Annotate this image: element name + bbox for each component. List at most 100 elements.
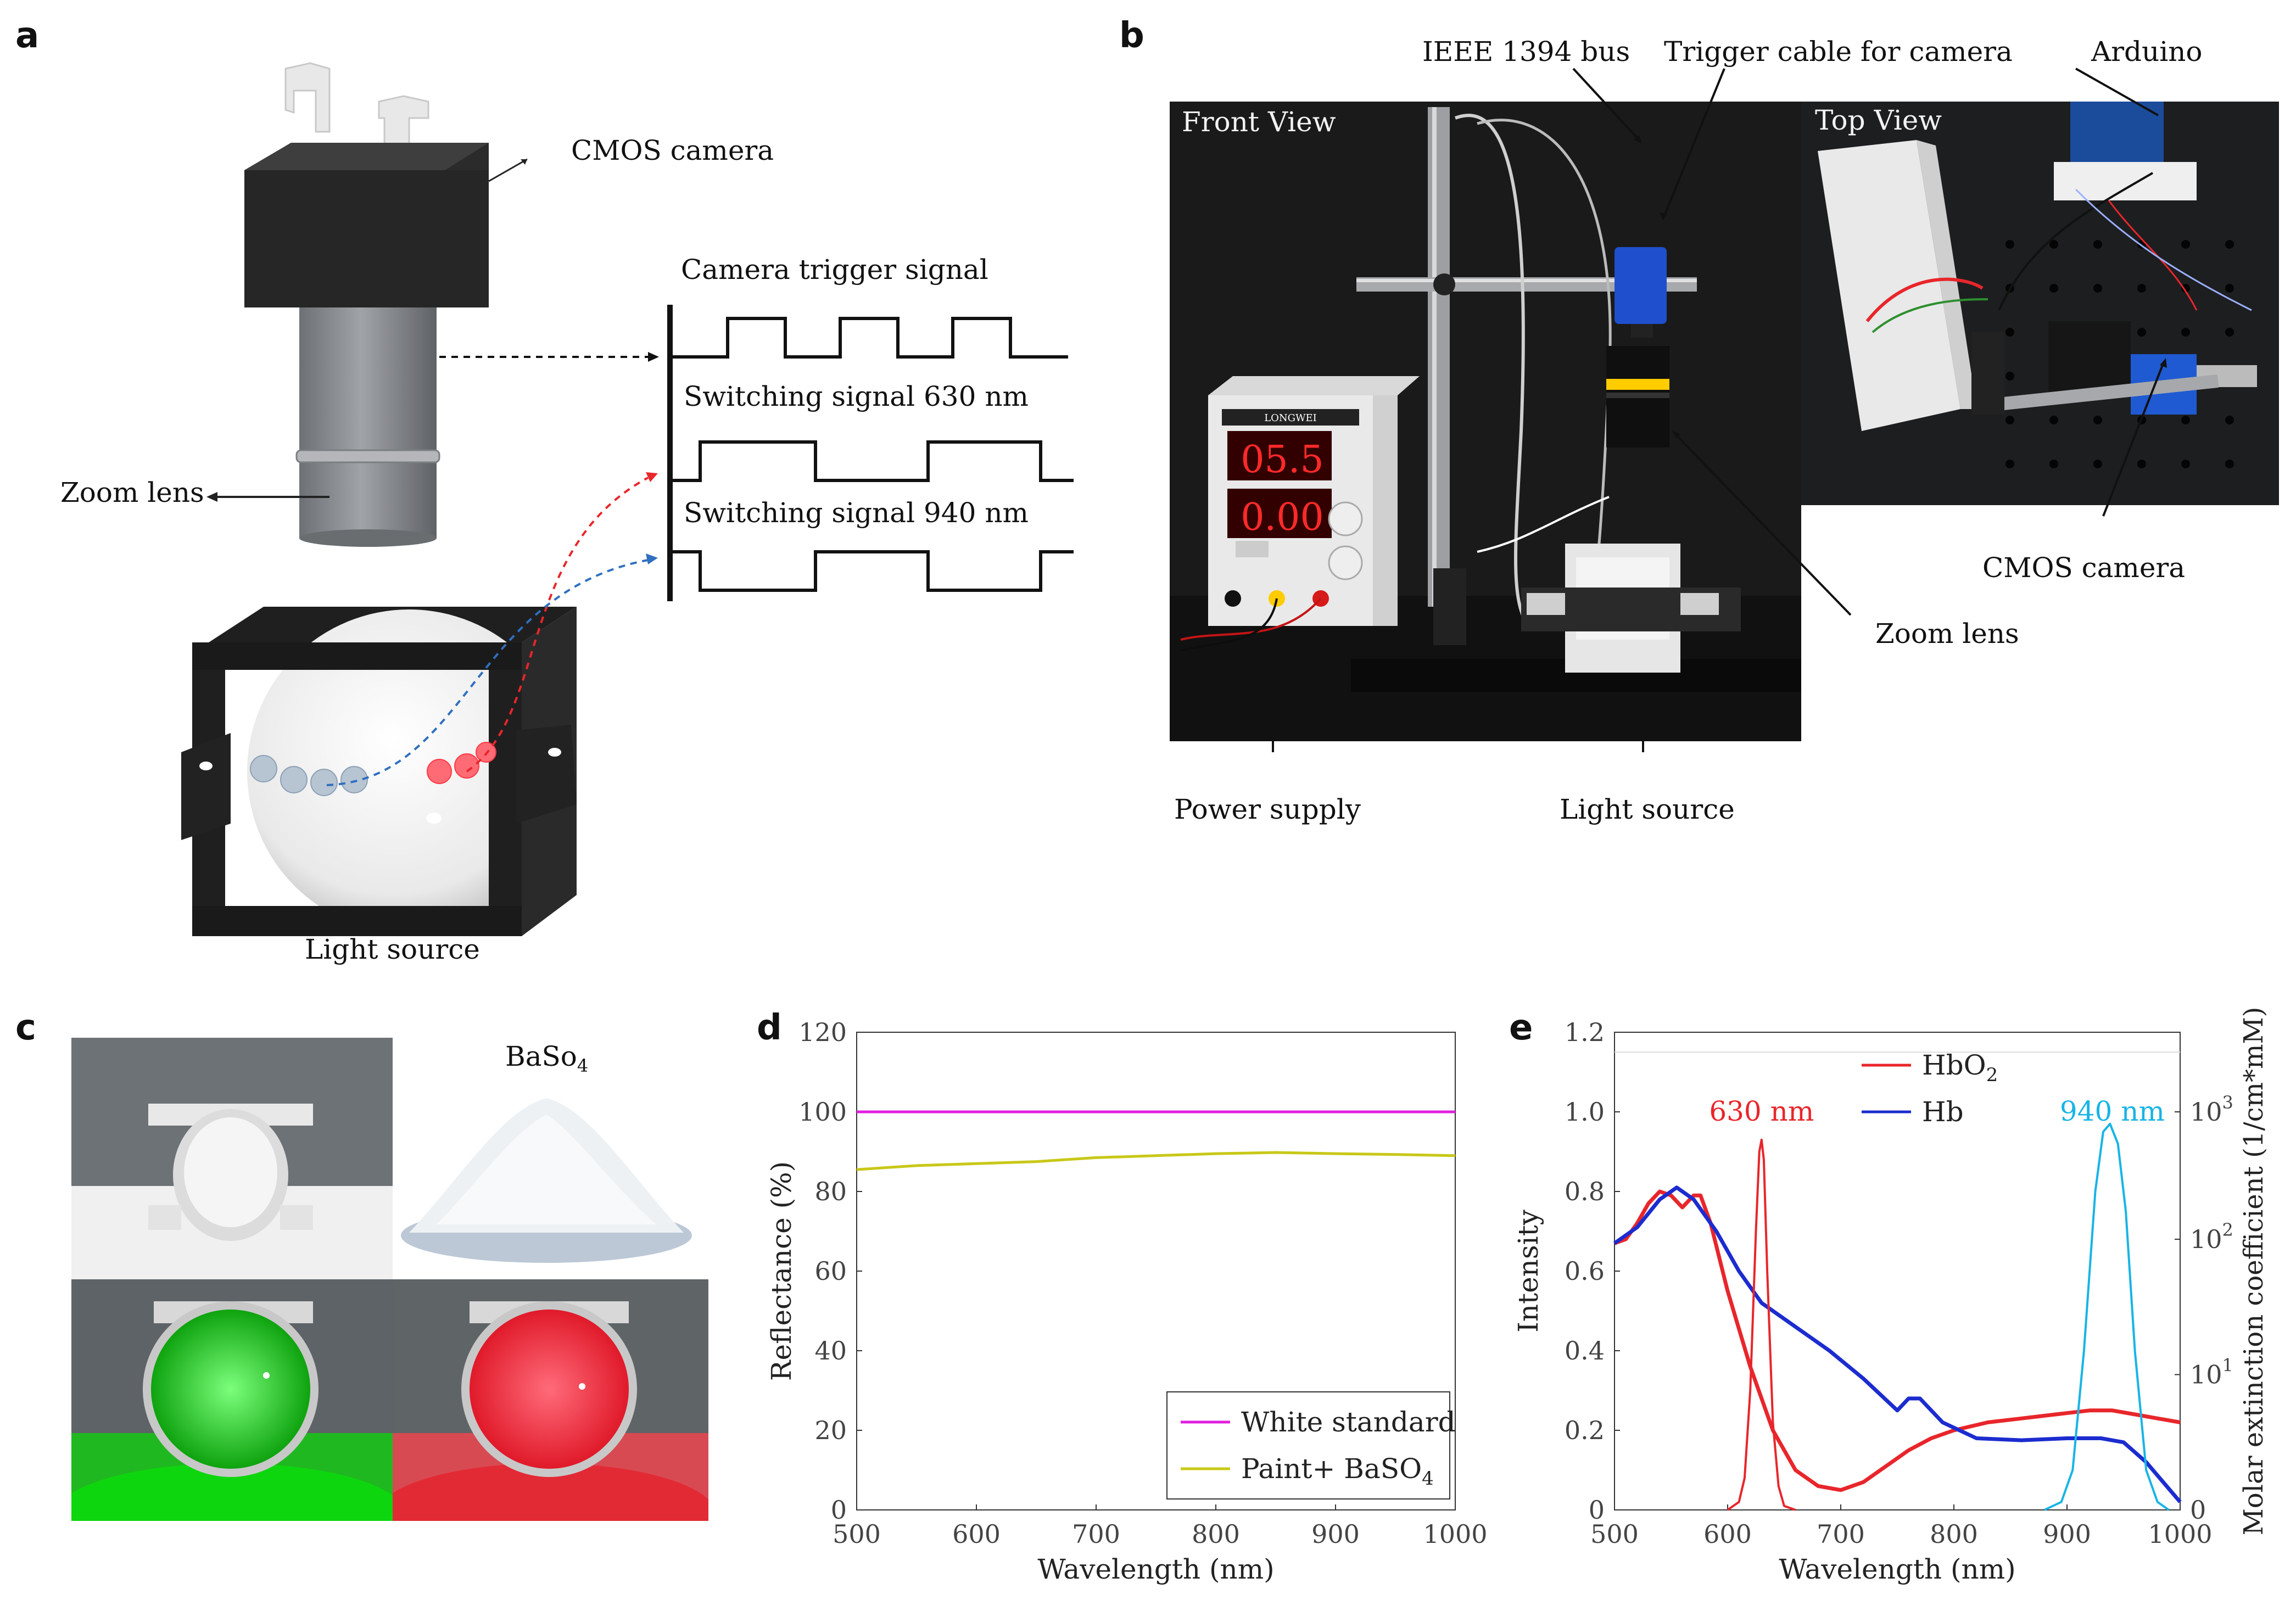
chart-e-ytick-label: 0.2 [1565,1415,1605,1445]
psu-current-display: 0.00 [1241,496,1323,539]
chart-e-y2tick-label: 0 [2190,1495,2206,1525]
chart-e-ylabel: Intensity [1512,1209,1544,1333]
panel-b: 05.5 0.00 LONGWEI Front View [1170,36,2279,825]
chart-e-ytick-label: 0.4 [1565,1336,1605,1366]
chart-e-xtick-label: 700 [1817,1519,1865,1549]
switch-630-label: Switching signal 630 nm [684,381,1029,412]
camera-leader-line [488,158,528,182]
chart-e-legend-subscript: 2 [1986,1064,1998,1086]
chart-e-ytick-label: 1.2 [1565,1017,1605,1047]
chart-e-xtick-label: 900 [2043,1519,2091,1549]
red-illumination-scene [393,1279,708,1521]
switching-940-waveform [671,550,1074,592]
switching-630-waveform [671,440,1074,482]
baso4-label: BaSo4 [505,1040,589,1076]
ir-led-icon [250,755,368,796]
light-source-label-b: Light source [1560,793,1735,825]
chart-d-legend-label: White standard [1241,1406,1456,1438]
chart-d-xtick-label: 800 [1192,1519,1240,1549]
camera-trigger-waveform [671,317,1068,359]
front-view-photo: 05.5 0.00 LONGWEI Front View [1170,102,1801,741]
chart-e-peak-annotation: 630 nm [1709,1095,1814,1127]
chart-e-xtick-label: 600 [1703,1519,1752,1549]
chart-d-xtick-label: 600 [952,1519,1001,1549]
panel-b-leaders [1272,68,2167,752]
trigger-title: Camera trigger signal [681,254,988,286]
top-view-scene [1801,102,2279,505]
red-illumination-photo [393,1279,708,1521]
chart-d-ytick-label: 0 [831,1495,847,1525]
panel-label-a: a [15,15,40,56]
baso4-powder-scene [401,1098,692,1263]
chart-e-legend-label: Hb [1922,1096,1964,1128]
chart-d-ytick-label: 40 [814,1336,847,1366]
light-source-cube-icon [181,607,577,936]
arduino-label: Arduino [2091,36,2203,68]
chart-e-y2tick-exponent: 2 [2222,1219,2233,1240]
top-view-label: Top View [1815,104,1942,136]
front-view-label: Front View [1182,106,1336,138]
chart-d-ytick-label: 80 [814,1177,847,1206]
panel-label-d: d [757,1008,782,1048]
light-source-label: Light source [305,933,480,965]
zoom-lens-label: Zoom lens [60,477,204,508]
chart-e-y2tick-label: 102 [2190,1219,2233,1254]
chart-d-xtick-label: 1000 [1423,1519,1487,1549]
camera-label: CMOS camera [571,135,774,166]
chart-d-xtick-label: 900 [1311,1519,1360,1549]
chart-e-xtick-label: 500 [1590,1519,1639,1549]
blue-signal-connector [326,559,649,786]
chart-e-xtick-label: 800 [1930,1519,1978,1549]
chart-e-legend-label: HbO2 [1922,1049,1998,1086]
red-signal-connector [466,477,649,773]
ieee-bus-label: IEEE 1394 bus [1422,36,1630,68]
panel-c: BaSo4 [0,999,730,1615]
trigger-cable-label: Trigger cable for camera [1664,36,2013,68]
chart-d-ytick-label: 20 [814,1415,847,1445]
chart-d-ylabel: Reflectance (%) [766,1161,797,1381]
chart-d-legend-label: Paint+ BaSO4 [1241,1453,1434,1490]
green-illumination-photo [71,1279,393,1521]
chart-e-ytick-label: 0 [1589,1495,1605,1525]
psu-voltage-display: 05.5 [1241,438,1323,482]
zoom-lens-label-b: Zoom lens [1875,618,2019,650]
chart-d-legend-subscript: 4 [1422,1468,1434,1490]
top-view-photo: Top View [1801,102,2279,505]
switch-940-label: Switching signal 940 nm [684,497,1029,529]
chart-e-y2tick-label: 101 [2190,1355,2233,1390]
chart-d-ytick-label: 60 [814,1256,847,1286]
chart-e-series-line [2043,1122,2170,1511]
panel-label-b: b [1119,15,1144,56]
chart-e-series-line [1613,1185,2182,1503]
chart-d-ytick-label: 120 [798,1017,847,1047]
baso4-photo: BaSo4 [393,1038,708,1279]
light-source-photo [71,1038,393,1279]
power-supply-label: Power supply [1174,793,1361,825]
psu-brand: LONGWEI [1264,412,1317,424]
panel-label-e: e [1509,1008,1533,1048]
chart-d-xtick-label: 500 [833,1519,881,1549]
panel-label-c: c [15,1008,36,1048]
chart-e-ytick-label: 0.6 [1565,1256,1605,1286]
chart-d-legend [1166,1391,1450,1499]
chart-e-xlabel: Wavelength (nm) [1779,1553,2015,1585]
camera-body-icon [244,143,489,307]
chart-d-xtick-label: 700 [1072,1519,1120,1549]
chart-e-xtick-label: 1000 [2148,1519,2212,1549]
chart-e-series-line [1727,1138,1796,1511]
chart-e-y2tick-exponent: 1 [2222,1355,2233,1376]
chart-d-xlabel: Wavelength (nm) [1037,1553,1274,1585]
chart-e-ytick-label: 1.0 [1565,1097,1605,1127]
system-schematic [181,62,1074,936]
chart-e-y2tick-label: 103 [2190,1092,2233,1127]
cmos-camera-label: CMOS camera [1982,552,2186,584]
red-led-icon [427,742,496,784]
front-view-scene: 05.5 0.00 LONGWEI [1170,102,1801,741]
light-source-photo-scene [71,1038,393,1279]
chart-e-ytick-label: 0.8 [1565,1177,1605,1206]
chart-e-y2tick-exponent: 3 [2222,1092,2233,1113]
